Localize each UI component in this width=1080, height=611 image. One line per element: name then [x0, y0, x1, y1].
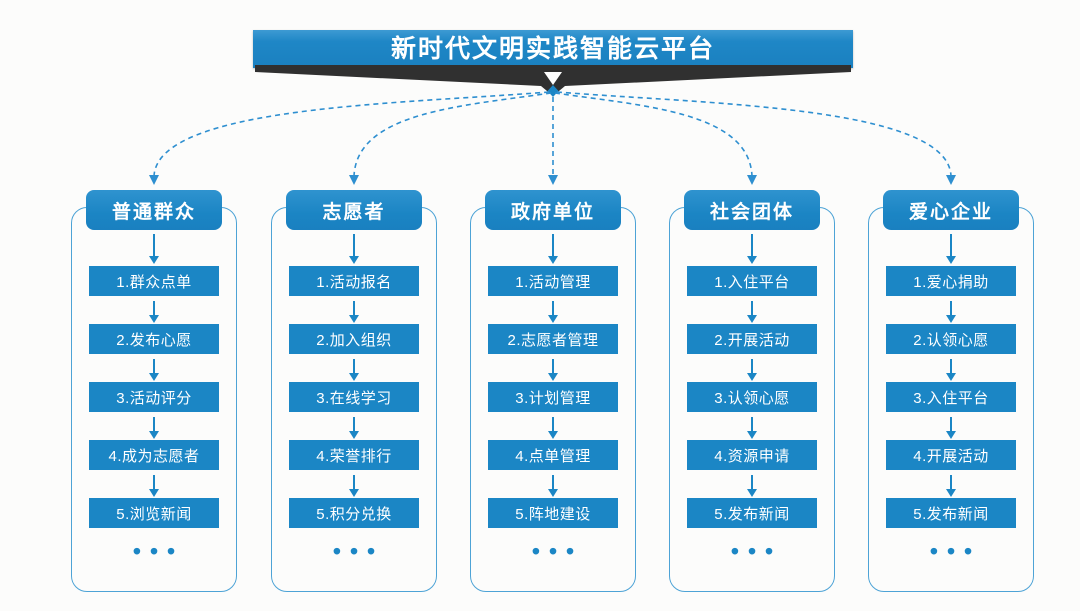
- down-arrow-icon: [949, 234, 953, 256]
- down-arrow-icon: [750, 234, 754, 256]
- flow-step: 1.活动管理: [488, 266, 618, 296]
- down-arrow-icon: [949, 359, 953, 373]
- flow-step: 4.资源申请: [687, 440, 817, 470]
- down-arrow-icon: [949, 475, 953, 489]
- column-header: 普通群众: [86, 190, 222, 230]
- dashed-connector: [554, 92, 753, 177]
- flow-step: 1.入住平台: [687, 266, 817, 296]
- hub-node: [547, 85, 559, 97]
- flow-step: 1.活动报名: [289, 266, 419, 296]
- flow-step: 1.爱心捐助: [886, 266, 1016, 296]
- down-arrow-icon: [949, 301, 953, 315]
- column-general-public: 普通群众 1.群众点单 2.发布心愿 3.活动评分 4.成为志愿者 5.浏览新闻…: [71, 190, 237, 592]
- dashed-connector: [153, 91, 550, 177]
- flow-step: 3.入住平台: [886, 382, 1016, 412]
- column-volunteers: 志愿者 1.活动报名 2.加入组织 3.在线学习 4.荣誉排行 5.积分兑换 •…: [271, 190, 437, 592]
- platform-title-banner: 新时代文明实践智能云平台: [253, 30, 853, 68]
- down-arrow-icon: [352, 234, 356, 256]
- ellipsis-more: •••: [531, 538, 584, 564]
- down-arrow-icon: [750, 301, 754, 315]
- flow-step: 5.发布新闻: [687, 498, 817, 528]
- flow-step: 2.加入组织: [289, 324, 419, 354]
- funnel-wedge-shape: [255, 65, 851, 96]
- column-social-groups: 社会团体 1.入住平台 2.开展活动 3.认领心愿 4.资源申请 5.发布新闻 …: [669, 190, 835, 592]
- flow-step: 5.发布新闻: [886, 498, 1016, 528]
- column-header: 爱心企业: [883, 190, 1019, 230]
- flow-step: 5.阵地建设: [488, 498, 618, 528]
- dashed-connector: [556, 91, 952, 177]
- flow-step: 3.认领心愿: [687, 382, 817, 412]
- arrowhead-icon: [548, 175, 558, 185]
- flow-step: 3.在线学习: [289, 382, 419, 412]
- column-header: 志愿者: [286, 190, 422, 230]
- down-arrow-icon: [551, 475, 555, 489]
- ellipsis-more: •••: [730, 538, 783, 564]
- flow-step: 4.成为志愿者: [89, 440, 219, 470]
- down-arrow-icon: [949, 417, 953, 431]
- flow-step: 1.群众点单: [89, 266, 219, 296]
- flow-step: 2.发布心愿: [89, 324, 219, 354]
- down-arrow-icon: [152, 359, 156, 373]
- ellipsis-more: •••: [332, 538, 385, 564]
- arrowhead-icon: [946, 175, 956, 185]
- flow-step: 2.认领心愿: [886, 324, 1016, 354]
- flow-step: 4.点单管理: [488, 440, 618, 470]
- column-header: 社会团体: [684, 190, 820, 230]
- down-arrow-icon: [551, 417, 555, 431]
- down-arrow-icon: [352, 359, 356, 373]
- column-government: 政府单位 1.活动管理 2.志愿者管理 3.计划管理 4.点单管理 5.阵地建设…: [470, 190, 636, 592]
- down-arrow-icon: [551, 301, 555, 315]
- arrowhead-icon: [747, 175, 757, 185]
- down-arrow-icon: [352, 301, 356, 315]
- down-arrow-icon: [152, 417, 156, 431]
- down-arrow-icon: [352, 475, 356, 489]
- platform-title: 新时代文明实践智能云平台: [390, 34, 715, 63]
- column-header: 政府单位: [485, 190, 621, 230]
- down-arrow-icon: [152, 301, 156, 315]
- flow-step: 4.荣誉排行: [289, 440, 419, 470]
- arrowhead-icon: [149, 175, 159, 185]
- flow-step: 3.计划管理: [488, 382, 618, 412]
- flow-step: 2.开展活动: [687, 324, 817, 354]
- down-arrow-icon: [750, 475, 754, 489]
- chevron-down-icon: [544, 72, 562, 85]
- down-arrow-icon: [152, 475, 156, 489]
- down-arrow-icon: [551, 234, 555, 256]
- flow-step: 5.积分兑换: [289, 498, 419, 528]
- flow-step: 5.浏览新闻: [89, 498, 219, 528]
- down-arrow-icon: [551, 359, 555, 373]
- ellipsis-more: •••: [132, 538, 185, 564]
- down-arrow-icon: [152, 234, 156, 256]
- column-charity-enterprises: 爱心企业 1.爱心捐助 2.认领心愿 3.入住平台 4.开展活动 5.发布新闻 …: [868, 190, 1034, 592]
- down-arrow-icon: [750, 359, 754, 373]
- flow-step: 4.开展活动: [886, 440, 1016, 470]
- dashed-connector: [353, 92, 552, 177]
- flow-step: 3.活动评分: [89, 382, 219, 412]
- arrowhead-icon: [349, 175, 359, 185]
- flow-step: 2.志愿者管理: [488, 324, 618, 354]
- down-arrow-icon: [352, 417, 356, 431]
- ellipsis-more: •••: [929, 538, 982, 564]
- down-arrow-icon: [750, 417, 754, 431]
